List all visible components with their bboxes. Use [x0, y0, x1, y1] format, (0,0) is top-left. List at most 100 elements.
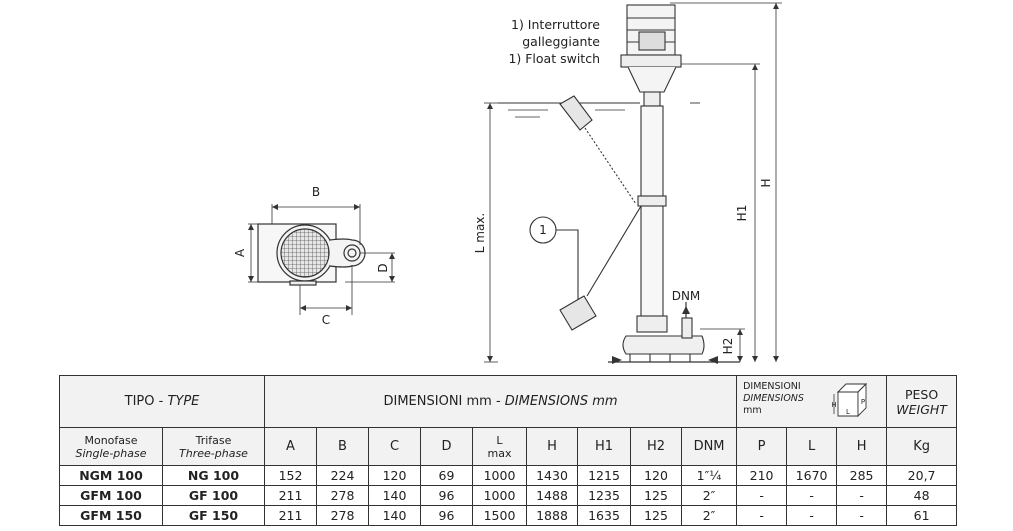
specifications-table: TIPO - TYPE DIMENSIONI mm - DIMENSIONS m…	[59, 375, 958, 526]
dimensions-header-italic: DIMENSIONS mm	[504, 394, 618, 409]
table-cell: -	[736, 505, 788, 526]
svg-text:P: P	[861, 398, 865, 406]
three-phase-it: Trifase	[195, 433, 232, 447]
col-header-kg: Kg	[886, 427, 958, 466]
type-header-italic: TYPE	[167, 394, 200, 409]
table-cell: 1430	[526, 465, 578, 486]
table-cell: 1″¼	[680, 465, 738, 486]
weight-header: PESO WEIGHT	[886, 375, 958, 428]
table-cell: 96	[420, 505, 473, 526]
model-single-phase: GFM 150	[59, 505, 163, 526]
table-cell: 278	[316, 505, 369, 526]
col-header-b: B	[316, 427, 369, 466]
dim-h1-label: H1	[735, 205, 749, 222]
float-callout-number: 1	[539, 223, 547, 237]
table-cell: 1000	[472, 465, 527, 486]
dim-dnm-label: DNM	[672, 289, 701, 303]
table-cell: 61	[886, 505, 958, 526]
col-header-h1: H1	[577, 427, 631, 466]
table-cell: 1500	[472, 505, 527, 526]
table-cell: 2″	[680, 485, 738, 506]
col-header-p: P	[736, 427, 788, 466]
float-label-line3: 1) Float switch	[508, 51, 600, 66]
table-cell: 2″	[680, 505, 738, 526]
model-single-phase: GFM 100	[59, 485, 163, 506]
col-header-c: C	[368, 427, 421, 466]
weight-header-line1: PESO	[904, 386, 939, 402]
table-cell: 1488	[526, 485, 578, 506]
table-cell: 140	[368, 485, 421, 506]
table-cell: 125	[630, 505, 682, 526]
float-label-line1: 1) Interruttore	[511, 17, 600, 32]
svg-text:H: H	[831, 401, 836, 409]
type-header: TIPO - TYPE	[59, 375, 265, 428]
col-header-a: A	[264, 427, 317, 466]
table-cell: 1000	[472, 485, 527, 506]
single-phase-en: Single-phase	[75, 446, 147, 460]
col-header-l-sub: max	[487, 446, 512, 460]
table-cell: -	[786, 505, 838, 526]
dim-c-label: C	[322, 313, 330, 327]
weight-header-line2: WEIGHT	[896, 401, 947, 417]
single-phase-it: Monofase	[84, 433, 138, 447]
table-cell: 211	[264, 485, 317, 506]
col-header-h2: H2	[630, 427, 682, 466]
dim-d-label: D	[376, 263, 390, 272]
table-cell: 224	[316, 465, 369, 486]
table-row: GFM 150 GF 150 211 278 140 96 1500 1888 …	[59, 505, 958, 526]
pack-dim-line3: mm	[743, 405, 762, 416]
table-cell: 1635	[577, 505, 631, 526]
table-cell: 211	[264, 505, 317, 526]
table-cell: -	[736, 485, 788, 506]
type-header-text: TIPO -	[124, 394, 168, 409]
pack-dim-line1: DIMENSIONI	[743, 381, 801, 392]
table-cell: -	[836, 505, 888, 526]
pack-dim-line2: DIMENSIONS	[743, 393, 804, 404]
svg-text:L: L	[846, 408, 850, 416]
three-phase-en: Three-phase	[179, 446, 248, 460]
model-single-phase: NGM 100	[59, 465, 163, 486]
table-cell: -	[786, 485, 838, 506]
model-three-phase: NG 100	[162, 465, 265, 486]
table-cell: 1670	[786, 465, 838, 486]
dimensions-header-text: DIMENSIONI mm -	[383, 394, 505, 409]
table-cell: 278	[316, 485, 369, 506]
table-cell: 125	[630, 485, 682, 506]
col-header-h: H	[526, 427, 578, 466]
float-switch-label: 1) Interruttore galleggiante 1) Float sw…	[490, 16, 600, 67]
float-label-line2: galleggiante	[522, 34, 600, 49]
table-cell: 152	[264, 465, 317, 486]
table-cell: 120	[630, 465, 682, 486]
table-cell: 20,7	[886, 465, 958, 486]
col-header-pack-l: L	[786, 427, 838, 466]
table-row: NGM 100 NG 100 152 224 120 69 1000 1430 …	[59, 465, 958, 486]
model-three-phase: GF 150	[162, 505, 265, 526]
dim-a-label: A	[233, 248, 247, 257]
pump-side-view-drawing	[484, 2, 782, 364]
table-cell: 1888	[526, 505, 578, 526]
model-three-phase: GF 100	[162, 485, 265, 506]
dim-b-label: B	[312, 185, 320, 199]
col-header-pack-h: H	[836, 427, 888, 466]
table-cell: 96	[420, 485, 473, 506]
col-header-dnm: DNM	[680, 427, 738, 466]
dim-h-label: H	[759, 178, 773, 187]
top-view-drawing	[248, 204, 395, 315]
table-cell: 1215	[577, 465, 631, 486]
table-cell: -	[836, 485, 888, 506]
box-dimensions-icon: H L P	[831, 382, 868, 418]
table-cell: 210	[736, 465, 788, 486]
table-cell: 285	[836, 465, 888, 486]
technical-drawing: B A C D	[233, 2, 782, 364]
dim-lmax-label: L max.	[473, 213, 487, 253]
col-header-d: D	[420, 427, 473, 466]
col-header-l: L	[496, 433, 503, 447]
table-cell: 69	[420, 465, 473, 486]
packaging-dimensions-header: DIMENSIONI DIMENSIONS mm H L P	[736, 375, 888, 428]
table-row: GFM 100 GF 100 211 278 140 96 1000 1488 …	[59, 485, 958, 506]
table-cell: 1235	[577, 485, 631, 506]
table-cell: 48	[886, 485, 958, 506]
